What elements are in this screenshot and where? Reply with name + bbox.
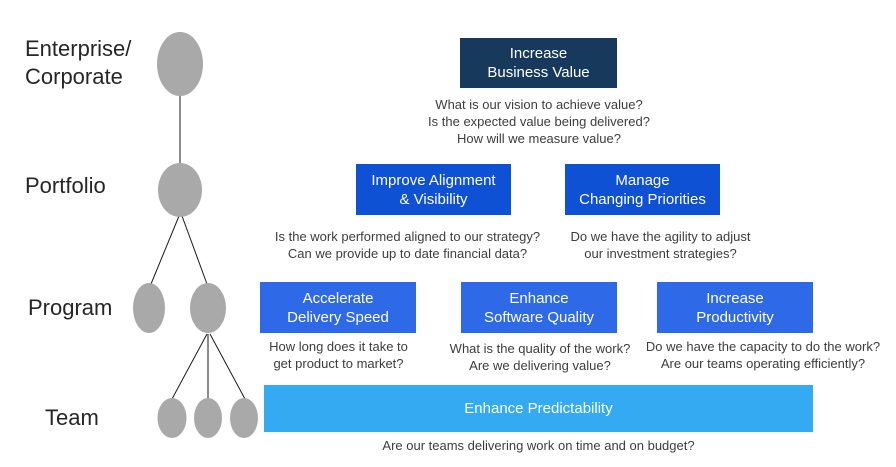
question-line: get product to market?: [273, 356, 404, 371]
node-enterprise: [157, 32, 203, 96]
questions-enterprise: What is our vision to achieve value? Is …: [378, 96, 700, 147]
connector-lines: [150, 96, 246, 400]
goal-box-line: Changing Priorities: [579, 190, 706, 208]
questions-portfolio-left: Is the work performed aligned to our str…: [250, 228, 565, 262]
questions-team: Are our teams delivering work on time an…: [264, 437, 813, 454]
goal-box-line: Enhance: [509, 289, 569, 307]
goal-box-line: Productivity: [696, 308, 774, 326]
node-team-3: [230, 398, 258, 438]
label-portfolio: Portfolio: [25, 173, 106, 198]
goal-box-increase-productivity: Increase Productivity: [657, 282, 813, 333]
label-program: Program: [28, 295, 113, 320]
goal-box-line: & Visibility: [399, 190, 468, 208]
node-team-2: [194, 398, 222, 438]
goal-box-line: Improve Alignment: [371, 171, 496, 189]
node-portfolio: [158, 163, 202, 217]
node-program-1: [133, 283, 165, 333]
goal-box-software-quality: Enhance Software Quality: [461, 282, 617, 333]
connector-portfolio-program-right: [181, 215, 208, 285]
connector-program-team-left: [171, 333, 208, 400]
goal-box-manage-priorities: Manage Changing Priorities: [565, 164, 720, 215]
node-program-2: [190, 283, 226, 333]
question-line: What is our vision to achieve value?: [435, 97, 643, 112]
goal-box-increase-business-value: Increase Business Value: [460, 38, 617, 88]
node-team-1: [157, 398, 187, 438]
goal-box-line: Enhance Predictability: [464, 400, 613, 417]
question-line: How will we measure value?: [456, 131, 621, 146]
label-enterprise-line2: Corporate: [25, 64, 123, 89]
goal-box-line: Increase: [706, 289, 764, 307]
question-line: How long does it take to: [269, 339, 408, 354]
question-line: Is the expected value being delivered?: [428, 114, 650, 129]
question-line: Are our teams delivering work on time an…: [382, 438, 695, 453]
question-line: Are our teams operating efficiently?: [660, 356, 866, 371]
org-nodes: [133, 32, 258, 438]
goal-box-accelerate-delivery: Accelerate Delivery Speed: [260, 282, 416, 333]
goal-box-line: Business Value: [487, 64, 590, 81]
goal-box-enhance-predictability: Enhance Predictability: [264, 385, 813, 432]
questions-portfolio-right: Do we have the agility to adjust our inv…: [553, 228, 768, 262]
label-enterprise-line1: Enterprise/: [25, 36, 132, 61]
goal-box-line: Delivery Speed: [287, 308, 389, 326]
label-team: Team: [45, 405, 99, 430]
question-line: Do we have the agility to adjust: [570, 229, 751, 244]
question-line: Are we delivering value?: [469, 358, 611, 373]
goal-box-line: Manage: [615, 171, 670, 189]
question-line: our investment strategies?: [584, 246, 737, 261]
connector-program-team-right: [209, 333, 246, 400]
goal-box-line: Software Quality: [483, 308, 595, 326]
goal-box-line: Accelerate: [302, 289, 374, 307]
question-line: Can we provide up to date financial data…: [287, 246, 528, 261]
questions-program-center: What is the quality of the work? Are we …: [420, 340, 660, 374]
goal-box-line: Increase: [509, 45, 568, 62]
questions-program-right: Do we have the capacity to do the work? …: [628, 338, 896, 372]
question-line: Is the work performed aligned to our str…: [274, 229, 541, 244]
label-enterprise: Enterprise/ Corporate: [25, 35, 131, 91]
goal-box-improve-alignment: Improve Alignment & Visibility: [356, 164, 511, 215]
questions-program-left: How long does it take to get product to …: [256, 338, 421, 372]
question-line: What is the quality of the work?: [449, 341, 631, 356]
question-line: Do we have the capacity to do the work?: [645, 339, 881, 354]
connector-portfolio-program-left: [150, 215, 180, 285]
